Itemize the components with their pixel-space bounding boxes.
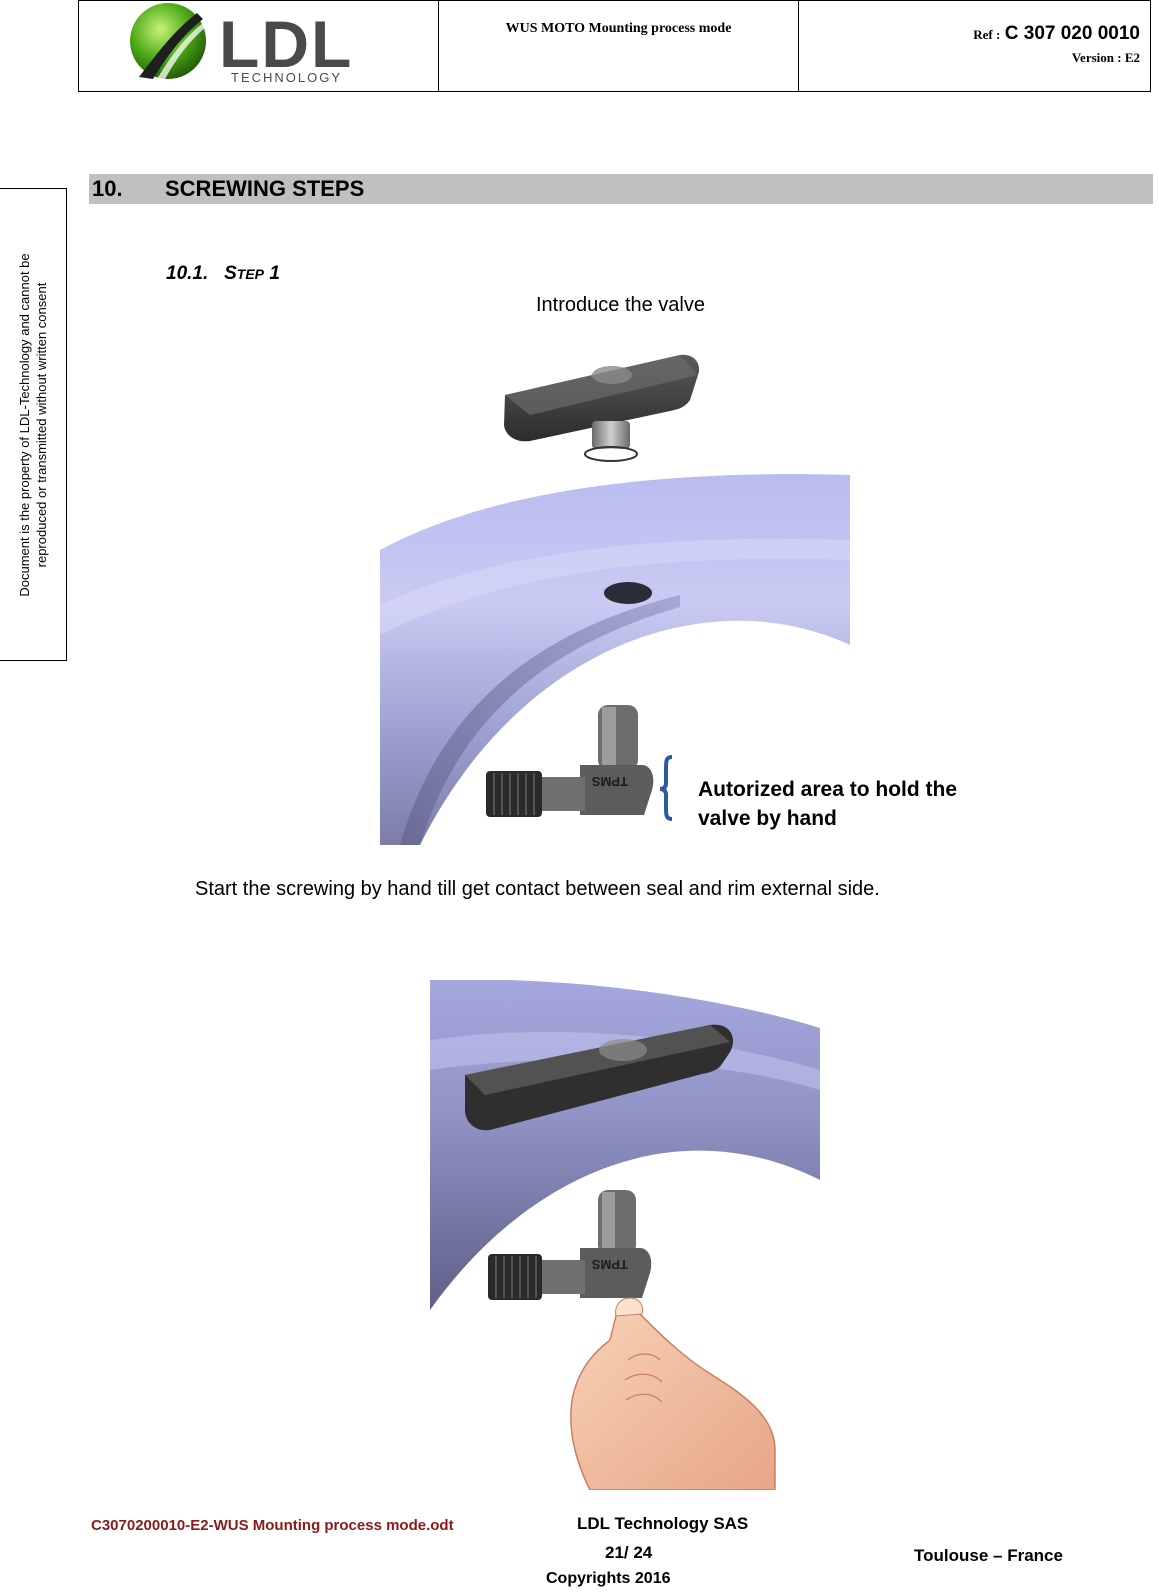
tpms-sensor [504,354,700,462]
confidentiality-notice: Document is the property of LDL-Technolo… [0,188,67,661]
subsection-initial: S [224,263,237,284]
reference-cell: Ref : C 307 020 0010 Version : E2 [799,1,1150,91]
title-cell: WUS MOTO Mounting process mode [439,1,799,91]
footer-copyright: Copyrights 2016 [546,1570,671,1587]
tpms-valve-stem: TPMS [488,1190,652,1300]
figure-screwing-by-hand: TPMS [430,980,820,1490]
hand-illustration [570,1297,776,1490]
svg-text:TPMS: TPMS [592,774,628,789]
footer-filename: C3070200010-E2-WUS Mounting process mode… [91,1517,454,1534]
figure-introduce-valve: TPMS [380,354,850,845]
svg-text:TECHNOLOGY: TECHNOLOGY [231,70,342,85]
tpms-sensor [465,1024,734,1131]
tpms-valve-stem: TPMS [486,705,654,817]
caption-introduce-valve: Introduce the valve [536,294,705,316]
footer-page-number: 21/ 24 [605,1543,653,1562]
document-title: WUS MOTO Mounting process mode [505,21,732,36]
subsection-number: 10.1. [166,263,209,284]
svg-text:TPMS: TPMS [592,1257,628,1272]
subsection-title-rest: TEP [236,266,265,282]
document-header: LDL TECHNOLOGY WUS MOTO Mounting process… [78,0,1151,92]
section-number: 10. [92,176,123,201]
footer-company: LDL Technology SAS [577,1514,749,1533]
ldl-technology-logo: LDL TECHNOLOGY [130,3,353,85]
confidentiality-text: Document is the property of LDL-Technolo… [16,252,49,597]
subsection-heading: 10.1. STEP 1 [166,263,280,285]
brace-indicator [659,755,673,821]
footer-location: Toulouse – France [914,1546,1063,1565]
svg-text:LDL: LDL [219,7,353,81]
reference-line: Ref : C 307 020 0010 [973,23,1140,45]
section-heading: 10. SCREWING STEPS [89,174,1153,204]
caption-start-screwing: Start the screwing by hand till get cont… [195,878,880,900]
ref-prefix: Ref : [973,27,1001,42]
wheel-rim [380,474,850,845]
ref-number: C 307 020 0010 [1004,23,1140,44]
version: Version : E2 [1071,50,1140,65]
logo-cell: LDL TECHNOLOGY [79,1,439,91]
annotation-holding-area: Autorized area to hold the valve by hand [698,778,958,830]
subsection-step-number: 1 [269,263,280,284]
section-title: SCREWING STEPS [165,176,365,201]
